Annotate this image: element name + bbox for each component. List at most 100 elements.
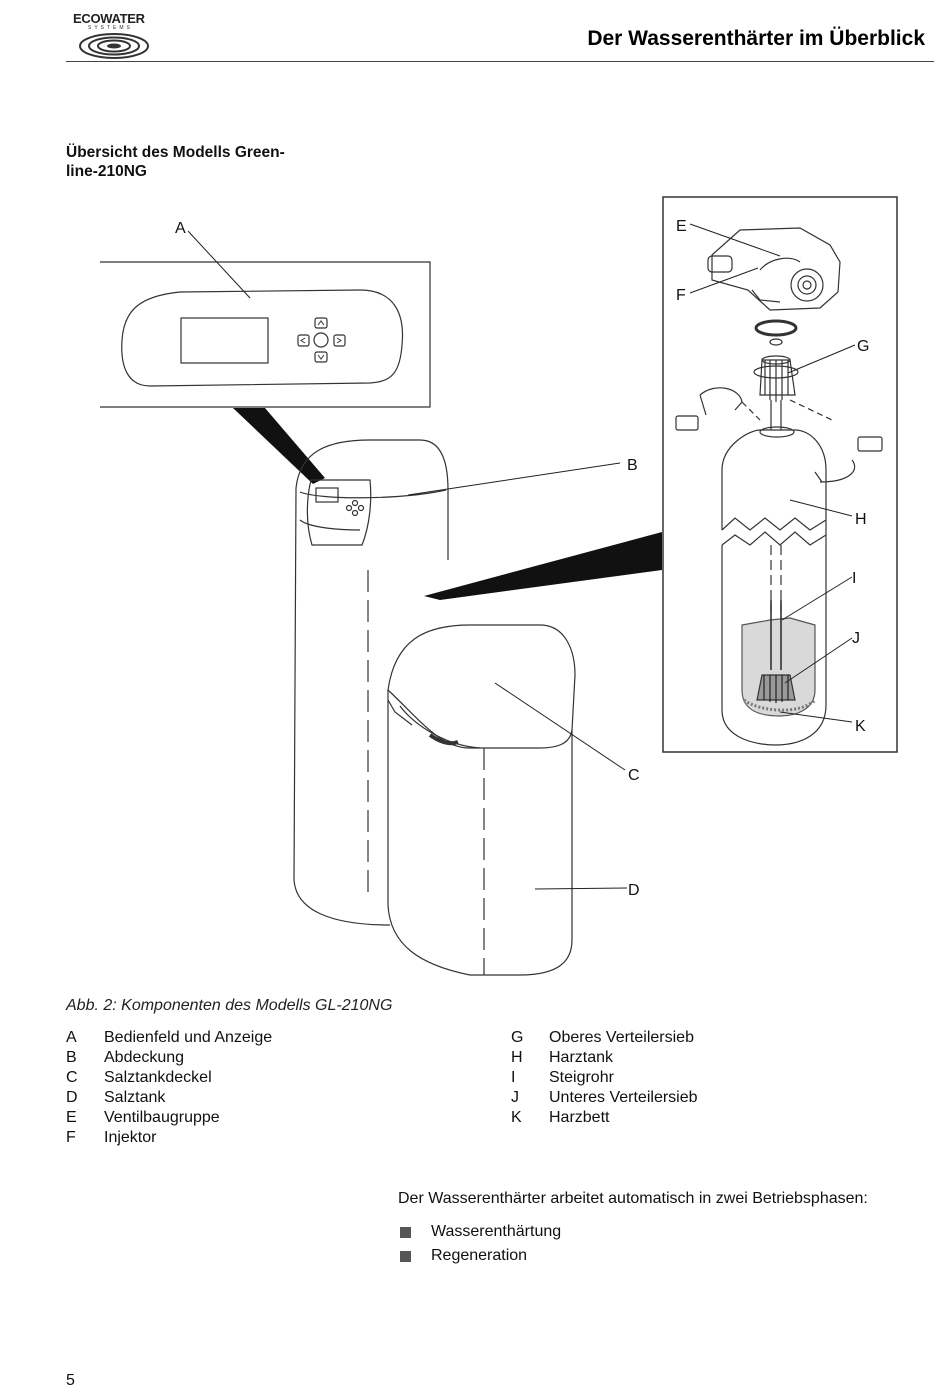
legend-key: J <box>511 1089 519 1106</box>
legend-key: F <box>66 1129 76 1146</box>
label-g: G <box>857 338 869 355</box>
legend-key: E <box>66 1109 77 1126</box>
section-heading-line-2: line-210NG <box>66 163 147 180</box>
leader-e <box>689 223 781 257</box>
legend-row: E Ventilbaugruppe <box>66 1108 272 1128</box>
display-screen <box>180 317 269 364</box>
bullet-item: Wasserenthärtung <box>398 1220 561 1244</box>
legend-label: Unteres Verteilersieb <box>549 1089 698 1106</box>
label-a: A <box>175 220 186 237</box>
o-ring <box>754 319 798 337</box>
intro-paragraph: Der Wasserenthärter arbeitet automatisch… <box>398 1190 868 1207</box>
down-key-icon <box>314 351 328 363</box>
right-key-icon <box>333 334 346 347</box>
leader-c <box>494 682 626 771</box>
control-panel-zoom-frame <box>100 261 431 408</box>
label-j: J <box>852 630 860 647</box>
figure-caption: Abb. 2: Komponenten des Modells GL-210NG <box>66 997 393 1014</box>
section-heading: Übersicht des Modells Green- line-210NG <box>66 143 336 181</box>
leader-i <box>781 576 853 621</box>
water-softener-diagram: A B C D E F G H I J K <box>100 196 898 976</box>
cabinet-display <box>315 487 339 503</box>
logo-swirl-icon <box>79 33 149 59</box>
bullet-text: Wasserenthärtung <box>431 1223 562 1240</box>
salt-tank-lid <box>387 624 576 749</box>
ok-key-icon <box>313 332 329 348</box>
legend-label: Bedienfeld und Anzeige <box>104 1029 273 1046</box>
resin-tank-upper <box>721 429 827 535</box>
legend-row: I Steigrohr <box>511 1068 698 1088</box>
clamp-left <box>699 387 743 416</box>
panel-callout-beam <box>233 408 325 484</box>
page-number: 5 <box>66 1372 75 1389</box>
leader-b <box>407 462 621 496</box>
bullet-item: Regeneration <box>398 1244 561 1268</box>
legend-label: Salztank <box>104 1089 166 1106</box>
square-bullet-icon <box>400 1226 411 1238</box>
legend-row: J Unteres Verteilersieb <box>511 1088 698 1108</box>
leader-k <box>779 711 853 723</box>
ecowater-logo: ECOWATER SYSTEMS <box>70 10 170 60</box>
header-divider <box>66 61 934 62</box>
legend-label: Salztankdeckel <box>104 1069 212 1086</box>
label-h: H <box>855 511 867 528</box>
logo-subtext: SYSTEMS <box>88 25 133 31</box>
legend-key: H <box>511 1049 523 1066</box>
legend-key: I <box>511 1069 516 1086</box>
label-f: F <box>676 287 686 304</box>
legend-row: H Harztank <box>511 1048 698 1068</box>
legend-row: C Salztankdeckel <box>66 1068 272 1088</box>
bullet-text: Regeneration <box>431 1247 528 1264</box>
left-key-icon <box>297 334 310 347</box>
legend-label: Abdeckung <box>104 1049 185 1066</box>
legend-key: D <box>66 1089 78 1106</box>
legend-row: A Bedienfeld und Anzeige <box>66 1028 272 1048</box>
legend-label: Ventilbaugruppe <box>104 1109 220 1126</box>
resin-tank-cut <box>721 531 827 546</box>
legend-left: A Bedienfeld und Anzeige B Abdeckung C Salz… <box>66 1028 272 1148</box>
leader-d <box>534 887 628 890</box>
riser-tube <box>770 600 782 670</box>
label-i: I <box>852 570 856 587</box>
page-title: Der Wasserenthärter im Überblick <box>587 27 925 50</box>
legend-row: F Injektor <box>66 1128 272 1148</box>
logo-text: ECOWATER <box>73 11 145 26</box>
label-b: B <box>627 457 638 474</box>
legend-row: B Abdeckung <box>66 1048 272 1068</box>
resin-tank-lower <box>721 535 827 746</box>
legend-label: Steigrohr <box>549 1069 614 1086</box>
leader-h <box>789 499 853 517</box>
leader-g <box>787 344 856 374</box>
salt-tank-body <box>387 690 573 976</box>
legend-key: B <box>66 1049 77 1066</box>
legend-key: G <box>511 1029 524 1046</box>
square-bullet-icon <box>400 1250 411 1262</box>
legend-row: D Salztank <box>66 1088 272 1108</box>
legend-key: A <box>66 1029 77 1046</box>
legend-label: Harzbett <box>549 1109 610 1126</box>
up-key-icon <box>314 317 328 329</box>
legend-label: Injektor <box>104 1129 157 1146</box>
leader-f <box>689 267 759 294</box>
label-e: E <box>676 218 687 235</box>
label-k: K <box>855 718 866 735</box>
label-d: D <box>628 882 640 899</box>
legend-key: C <box>66 1069 78 1086</box>
cabinet-panel <box>306 479 372 546</box>
leader-j <box>784 637 853 684</box>
cabinet-body-left <box>293 487 391 926</box>
section-heading-line-1: Übersicht des Modells Green- <box>66 144 285 161</box>
exploded-view-frame <box>662 196 898 753</box>
upper-distributor <box>759 359 796 396</box>
tank-callout-beam <box>424 532 662 600</box>
bullet-list: Wasserenthärtung Regeneration <box>398 1220 561 1268</box>
clamp-right <box>814 459 856 483</box>
resin-bed <box>741 617 816 717</box>
control-panel-outline <box>121 289 404 387</box>
valve-assembly <box>711 227 841 311</box>
label-c: C <box>628 767 640 784</box>
legend-label: Harztank <box>549 1049 614 1066</box>
